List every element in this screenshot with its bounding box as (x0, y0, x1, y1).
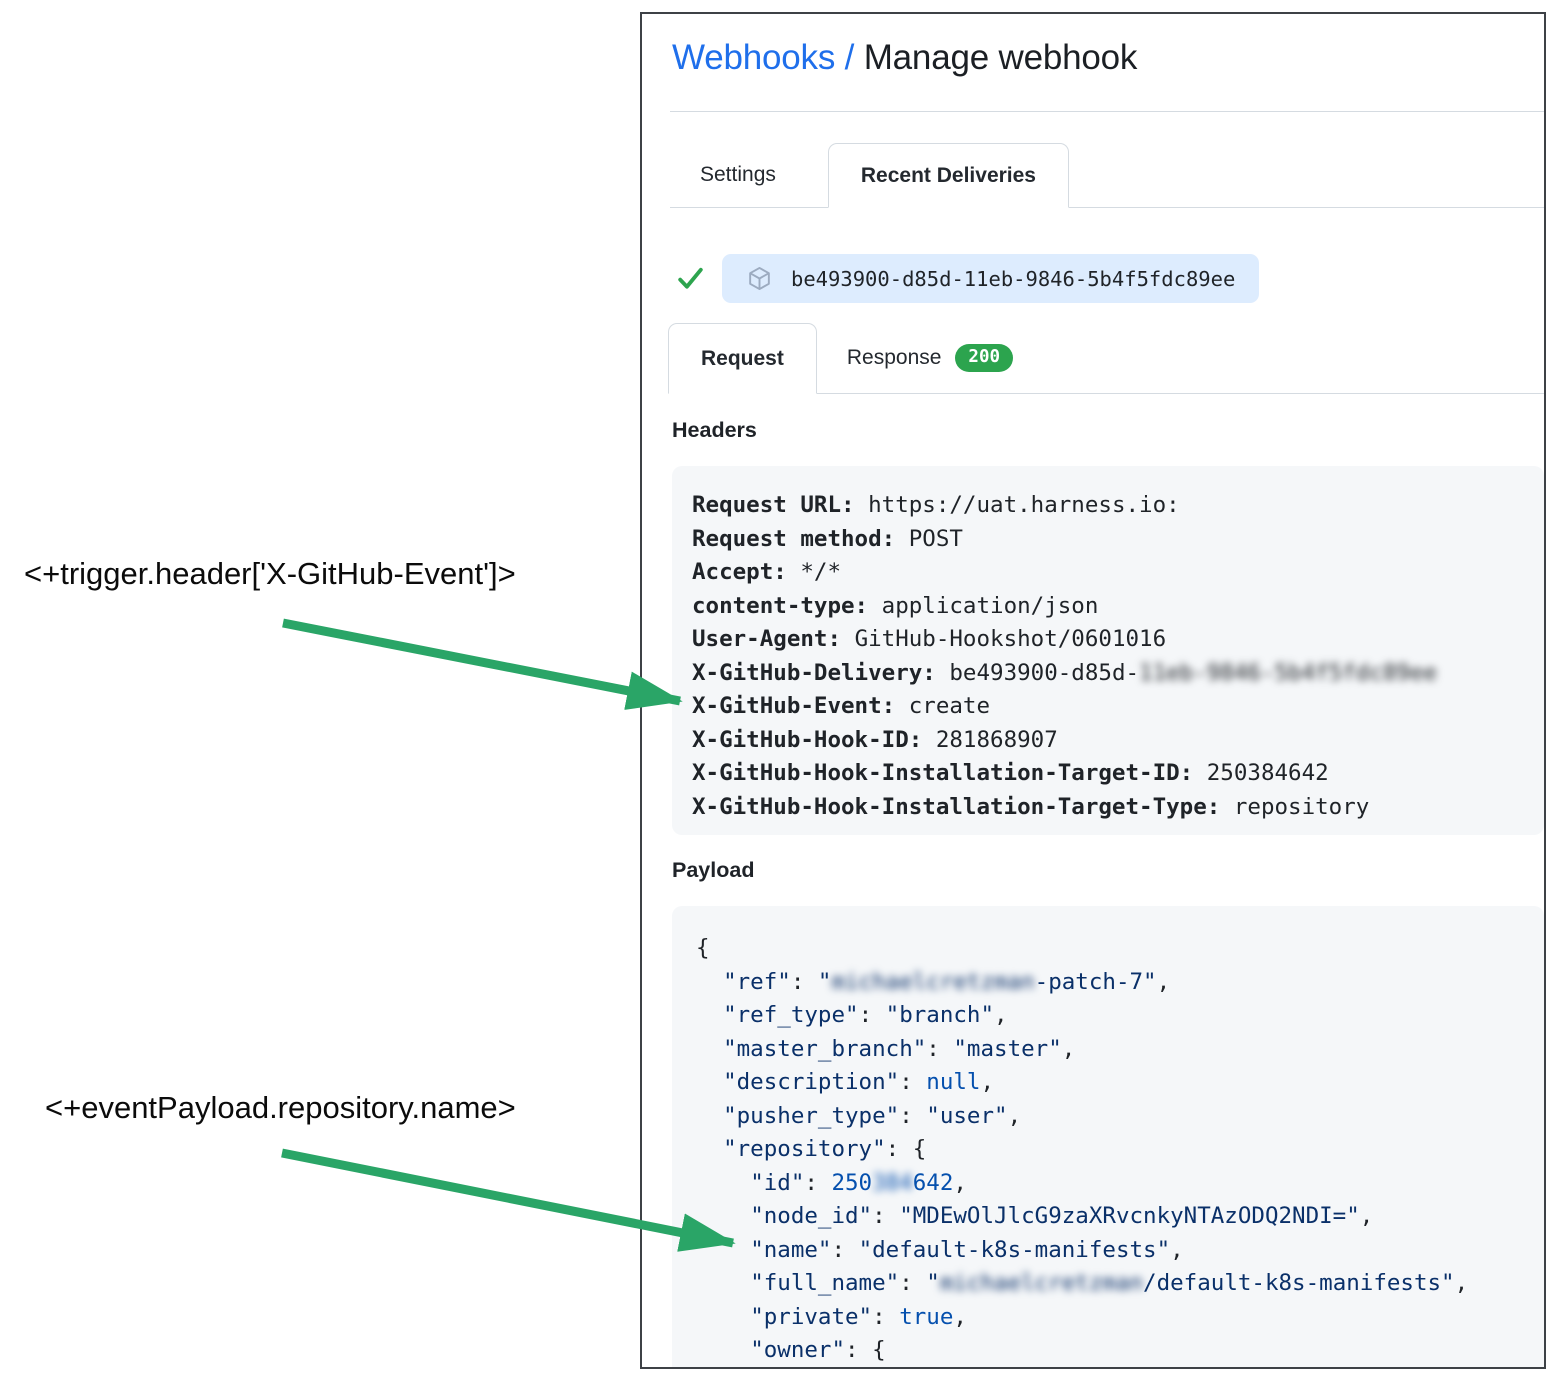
payload-line: "owner": { (750, 1337, 886, 1363)
payload-expression-annotation: <+eventPayload.repository.name> (45, 1090, 516, 1125)
payload-line: "pusher_type": "user", (723, 1102, 1022, 1129)
payload-line: "name": "default-k8s-manifests", (750, 1236, 1184, 1263)
payload-box: { "ref": "michaelcretzman-patch-7", "ref… (672, 906, 1544, 1367)
payload-line: "ref_type": "branch", (723, 1002, 1008, 1028)
payload-section-title: Payload (672, 858, 755, 882)
webhook-tabbar: Settings Recent Deliveries (670, 143, 1544, 208)
payload-line: { (696, 935, 710, 961)
headers-section-title: Headers (672, 418, 757, 442)
payload-line: "private": true, (750, 1303, 967, 1330)
header-line: content-type: application/json (692, 592, 1099, 619)
tab-recent-deliveries[interactable]: Recent Deliveries (827, 143, 1069, 208)
delivery-guid: be493900-d85d-11eb-9846-5b4f5fdc89ee (791, 266, 1236, 291)
header-line: X-GitHub-Hook-ID: 281868907 (692, 726, 1058, 753)
payload-line: "ref": "michaelcretzman-patch-7", (723, 968, 1171, 995)
payload-line: "full_name": "michaelcretzman/default-k8… (750, 1270, 1469, 1296)
tab-settings[interactable]: Settings (700, 163, 776, 186)
tab-response[interactable]: Response 200 (817, 323, 1043, 393)
page-title-current: Manage webhook (863, 38, 1138, 77)
tab-response-label: Response (846, 346, 942, 369)
header-line: Accept: */* (692, 559, 842, 585)
delivery-row: be493900-d85d-11eb-9846-5b4f5fdc89ee (676, 254, 1260, 303)
page-title: Webhooks / Manage webhook (672, 38, 1137, 78)
trigger-expression-annotation: <+trigger.header['X-GitHub-Event']> (24, 556, 516, 591)
payload-line: "node_id": "MDEwOlJlcG9zaXRvcnkyNTAzODQ2… (750, 1203, 1374, 1229)
title-divider (670, 111, 1544, 112)
header-line: X-GitHub-Event: create (692, 693, 991, 719)
webhooks-breadcrumb-link[interactable]: Webhooks / (672, 38, 864, 77)
request-response-tabbar: Request Response 200 (668, 323, 1544, 394)
delivery-guid-chip[interactable]: be493900-d85d-11eb-9846-5b4f5fdc89ee (722, 254, 1260, 303)
payload-line: "master_branch": "master", (723, 1035, 1076, 1062)
header-line: Request method: POST (692, 525, 963, 552)
header-line: X-GitHub-Delivery: be493900-d85d-11eb-98… (692, 659, 1438, 686)
header-line: X-GitHub-Hook-Installation-Target-Type: … (692, 793, 1370, 820)
header-line: Request URL: https://uat.harness.io: (692, 492, 1180, 518)
response-status-badge: 200 (955, 344, 1014, 372)
trigger-arrow (282, 618, 683, 710)
headers-box: Request URL: https://uat.harness.io: Requ… (672, 466, 1544, 835)
header-line: X-GitHub-Hook-Installation-Target-ID: 25… (692, 760, 1329, 786)
package-icon (749, 266, 770, 291)
success-check-icon (678, 267, 703, 289)
tab-request[interactable]: Request (668, 323, 817, 394)
manage-webhook-panel: Webhooks / Manage webhook Settings Recen… (640, 12, 1546, 1369)
header-line: User-Agent: GitHub-Hookshot/0601016 (692, 626, 1167, 652)
payload-line: "description": null, (723, 1069, 995, 1095)
payload-line: "repository": { (723, 1136, 927, 1162)
payload-line: "id": 250384642, (750, 1169, 967, 1196)
